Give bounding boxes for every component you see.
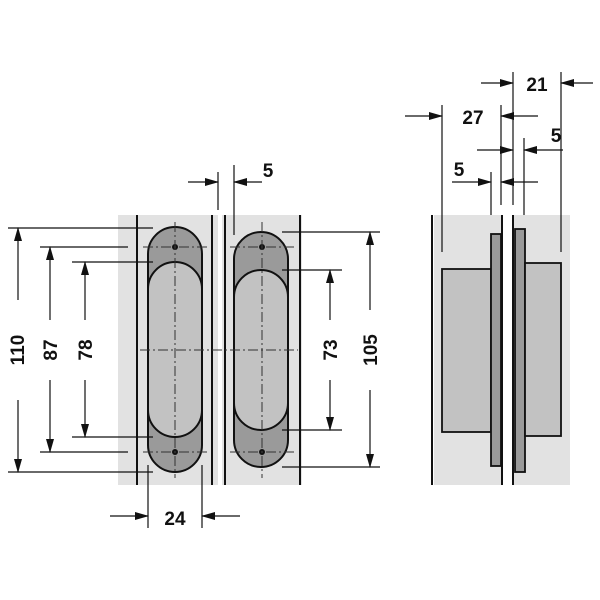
front-view: 110 87 78 73 105 24 5 (8, 161, 382, 530)
dim-5-plate-left: 5 (454, 160, 465, 181)
hinge-plate-right (514, 228, 526, 473)
hinge-plate-left (490, 233, 502, 467)
dim-73: 73 (321, 339, 342, 360)
dim-87: 87 (41, 339, 62, 360)
dim-27: 27 (462, 108, 483, 129)
dim-105: 105 (361, 334, 382, 366)
side-view: 21 27 5 5 (405, 72, 593, 485)
hinge-body-left-section (441, 268, 492, 433)
dim-24: 24 (164, 509, 186, 530)
dim-21: 21 (526, 75, 548, 96)
dim-5-gap: 5 (263, 161, 274, 182)
dim-78: 78 (76, 339, 97, 360)
dim-110: 110 (8, 335, 29, 366)
dim-5-plate-right: 5 (551, 126, 562, 147)
hinge-body-right-section (524, 262, 562, 437)
